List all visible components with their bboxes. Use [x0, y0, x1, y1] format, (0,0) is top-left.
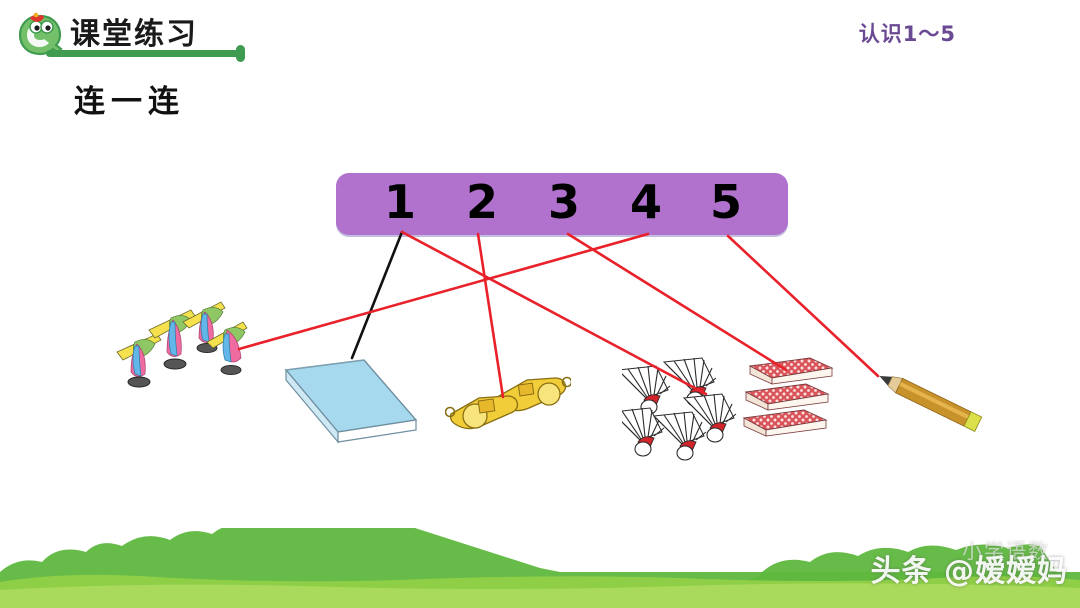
page-title: 课堂练习 — [70, 17, 198, 52]
object-group-yellow-cars — [444, 372, 573, 434]
header-title-group: 课堂练习 — [14, 6, 198, 64]
connection-line-4-to-feathers[interactable] — [237, 232, 650, 351]
lesson-topic: 认识1～5 — [858, 22, 956, 46]
watermark-logo: 小学语数 — [962, 539, 1050, 563]
number-1[interactable]: 1 — [384, 175, 417, 229]
object-group-shuttlecocks — [611, 356, 740, 468]
connection-line-1-to-blue-book[interactable] — [350, 230, 404, 360]
watermark-text: 头条 @嫒嫒妈 — [870, 554, 1068, 589]
title-underline — [46, 45, 245, 62]
number-5[interactable]: 5 — [710, 175, 743, 229]
number-4[interactable]: 4 — [630, 175, 663, 229]
object-group-dotted-boxes — [740, 352, 846, 440]
object-group-feathers — [105, 298, 255, 416]
exercise-subtitle: 连一连 — [74, 84, 185, 120]
object-group-blue-book — [278, 352, 424, 448]
number-3[interactable]: 3 — [548, 175, 581, 229]
number-2[interactable]: 2 — [466, 175, 499, 229]
grass-decoration — [0, 528, 1080, 608]
connection-line-3-to-dotted-boxes[interactable] — [566, 232, 788, 372]
object-group-pencil — [868, 372, 996, 438]
